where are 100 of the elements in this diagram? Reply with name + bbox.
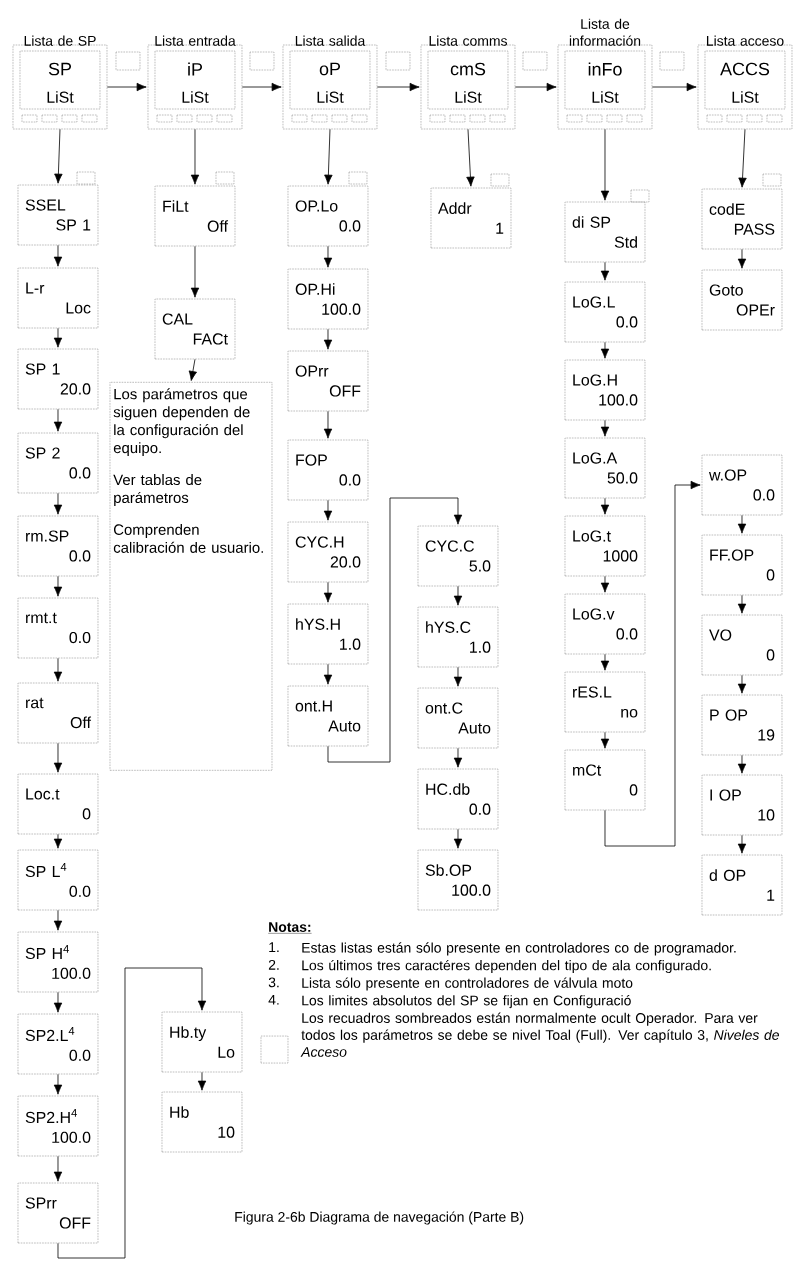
- arrow: [53, 575, 63, 597]
- arrow: [57, 967, 207, 1259]
- parameter-box: SP 1 20.0: [17, 348, 99, 410]
- arrow: [53, 991, 63, 1013]
- parameter-box: P OP 19: [701, 694, 783, 756]
- parameter-box: FOP 0.0: [287, 439, 369, 501]
- legend-text: Los recuadros sombreados están normalmente ocult Operador. Para ver todos los parámetros se debe se nivel Toal (Full). Ver capítulo 3, Niveles de Acceso: [300, 1012, 779, 1057]
- parameter-box: hYS.H 1.0: [287, 603, 369, 665]
- list-display-box: Lista comms cmS LiSt: [420, 35, 516, 130]
- note-text: Los últimos tres caractéres dependen del tipo de ala configurado.: [302, 959, 711, 974]
- arrow: [323, 663, 333, 685]
- list-display-box: Lista entrada iP LiSt: [147, 35, 243, 130]
- parameter-box: CYC.C 5.0: [417, 525, 499, 587]
- parameter-box: OP.Hi 100.0: [287, 268, 369, 330]
- node-label: Lista acceso: [706, 35, 784, 46]
- parameter-box: CAL FACt: [154, 298, 236, 360]
- parameter-box: LoG.H 100.0: [564, 359, 646, 421]
- arrow: [376, 82, 420, 92]
- parameter-box: Addr 1: [430, 187, 512, 249]
- arrow: [737, 594, 747, 614]
- arrow: [53, 1073, 63, 1095]
- parameter-box: LoG.v 0.0: [564, 593, 646, 655]
- arrow: [323, 245, 333, 268]
- parameter-box: SP2.H$^{4}$ 100.0: [17, 1095, 99, 1157]
- node-label: Lista comms: [429, 35, 508, 46]
- arrow: [53, 492, 63, 515]
- arrow: [53, 742, 63, 773]
- node-label: Lista de información: [569, 18, 641, 46]
- notes-heading: Notas:: [268, 922, 312, 934]
- note-number: 1.: [269, 942, 279, 952]
- arrow: [53, 1155, 63, 1182]
- node-label: Lista salida: [295, 35, 366, 46]
- arrow: [190, 245, 200, 298]
- parameter-box: I OP 10: [701, 774, 783, 836]
- arrow: [737, 834, 747, 854]
- note-number: 2.: [268, 959, 279, 970]
- parameter-box: ont.C Auto: [417, 687, 499, 749]
- parameter-box: SP2.L$^{4}$ 0.0: [17, 1013, 99, 1075]
- parameter-box: LoG.L 0.0: [564, 281, 646, 343]
- parameter-box: CYC.H 20.0: [287, 521, 369, 583]
- parameter-box: VO 0: [701, 614, 783, 676]
- arrow: [600, 261, 610, 281]
- arrow: [188, 358, 197, 381]
- parameter-box: HC.db 0.0: [417, 768, 499, 830]
- arrow: [53, 244, 63, 267]
- parameter-box: SSEL SP 1: [17, 184, 99, 246]
- parameter-box: w.OP 0.0: [701, 454, 783, 516]
- parameter-box: Goto OPEr: [701, 269, 783, 331]
- arrow: [241, 82, 282, 92]
- parameter-box: L-r Loc: [17, 267, 99, 329]
- parameter-box: rm.SP 0.0: [17, 515, 99, 577]
- list-display-box: Lista salida oP LiSt: [282, 35, 378, 130]
- arrow: [106, 82, 147, 92]
- arrow: [453, 666, 463, 687]
- list-display-box: Lista de SP SP LiSt: [12, 35, 108, 130]
- parameter-box: rES.L no: [564, 671, 646, 733]
- arrow: [737, 674, 747, 694]
- arrow: [323, 581, 333, 603]
- arrow: [453, 747, 463, 768]
- arrow: [600, 128, 610, 201]
- parameter-box: OP.Lo 0.0: [287, 185, 369, 247]
- arrow: [453, 585, 463, 606]
- arrow: [327, 497, 463, 763]
- arrow: [737, 248, 747, 269]
- arrow: [738, 128, 747, 188]
- arrow: [737, 514, 747, 534]
- caption: Figura 2-6b Diagrama de navegación (Parte B): [235, 1211, 524, 1225]
- parameter-box: Hb 10: [161, 1091, 243, 1153]
- arrow: [54, 128, 63, 184]
- arrow: [600, 653, 610, 671]
- arrow: [737, 754, 747, 774]
- arrow: [53, 408, 63, 432]
- note-box: Los parámetros que siguen dependen de la configuración del equipo. Ver tablas de parámetros Comprenden calibración de usuario.: [109, 382, 273, 771]
- parameter-box: codE PASS: [701, 188, 783, 250]
- note-text: Los limites absolutos del SP se fijan en Configuració: [302, 995, 631, 1009]
- arrow: [323, 328, 333, 350]
- arrow: [600, 575, 610, 593]
- parameter-box: d OP 1: [701, 854, 783, 916]
- parameter-box: SP H$^{4}$ 100.0: [17, 931, 99, 993]
- parameter-box: SP 2 0.0: [17, 432, 99, 494]
- parameter-box: Loc.t 0: [17, 773, 99, 835]
- arrow: [600, 497, 610, 515]
- arrow: [514, 82, 557, 92]
- arrow: [600, 341, 610, 359]
- arrow: [323, 499, 333, 521]
- parameter-box: hYS.C 1.0: [417, 606, 499, 668]
- parameter-box: mCt 0: [564, 749, 646, 811]
- parameter-box: LoG.A 50.0: [564, 437, 646, 499]
- parameter-box: Sb.OP 100.0: [417, 849, 499, 911]
- arrow: [197, 1071, 207, 1091]
- arrow: [453, 828, 463, 849]
- arrow: [323, 410, 333, 439]
- arrow: [600, 731, 610, 749]
- parameter-box: ont.H Auto: [287, 685, 369, 747]
- parameter-box: FF.OP 0: [701, 534, 783, 596]
- list-display-box: Lista de información inFo LiSt: [557, 18, 653, 130]
- arrow: [466, 128, 475, 187]
- arrow: [190, 128, 200, 185]
- parameter-box: rmt.t 0.0: [17, 597, 99, 659]
- parameter-box: OPrr OFF: [287, 350, 369, 412]
